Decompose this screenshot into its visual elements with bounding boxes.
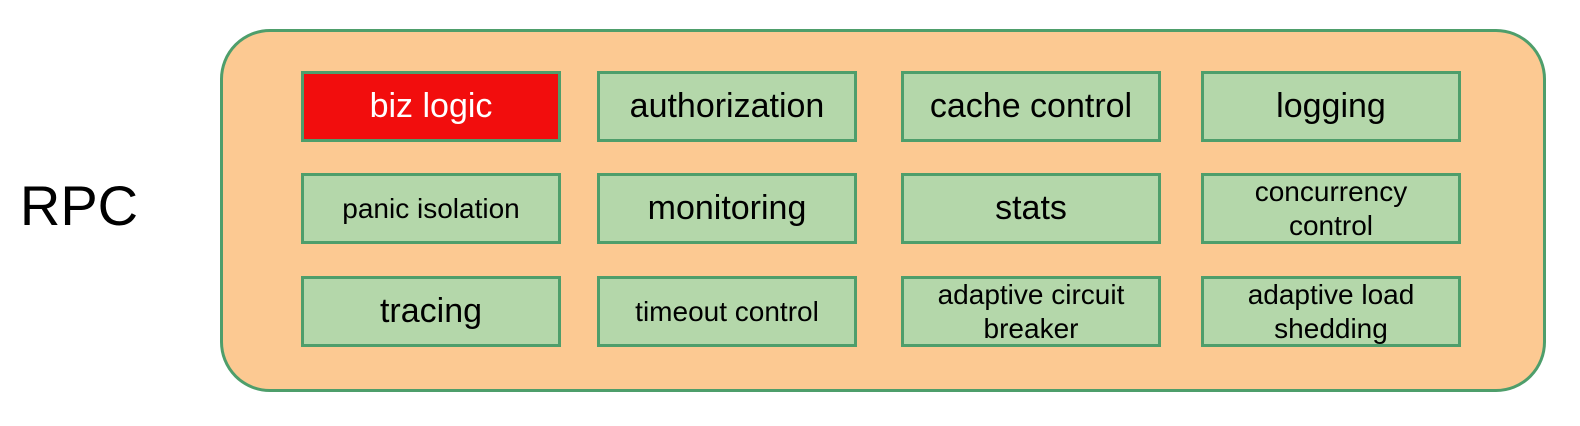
rpc-container-shape: biz logic authorization cache control lo… — [220, 29, 1546, 392]
module-box-label: concurrency control — [1254, 175, 1408, 241]
module-box-label: monitoring — [647, 188, 807, 227]
module-box-label: tracing — [379, 291, 483, 330]
module-box-label: cache control — [929, 86, 1133, 125]
module-box-concurrency-control: concurrency control — [1201, 173, 1461, 244]
rpc-side-label: RPC — [19, 174, 139, 237]
module-box-label: stats — [995, 188, 1067, 227]
module-box-adaptive-load-shedding: adaptive load shedding — [1201, 276, 1461, 347]
module-box-label: adaptive circuit breaker — [937, 278, 1125, 344]
module-box-tracing: tracing — [301, 276, 561, 347]
module-box-cache-control: cache control — [901, 71, 1161, 142]
module-box-label: authorization — [629, 86, 825, 125]
module-box-monitoring: monitoring — [597, 173, 857, 244]
module-box-label: timeout control — [635, 295, 819, 327]
module-box-logging: logging — [1201, 71, 1461, 142]
module-box-authorization: authorization — [597, 71, 857, 142]
module-box-panic-isolation: panic isolation — [301, 173, 561, 244]
module-box-label: panic isolation — [342, 192, 520, 224]
module-box-adaptive-circuit-breaker: adaptive circuit breaker — [901, 276, 1161, 347]
module-box-timeout-control: timeout control — [597, 276, 857, 347]
module-box-label: biz logic — [369, 86, 493, 125]
module-box-label: logging — [1276, 86, 1386, 125]
module-box-label: adaptive load shedding — [1247, 278, 1415, 344]
module-box-stats: stats — [901, 173, 1161, 244]
module-box-biz-logic: biz logic — [301, 71, 561, 142]
